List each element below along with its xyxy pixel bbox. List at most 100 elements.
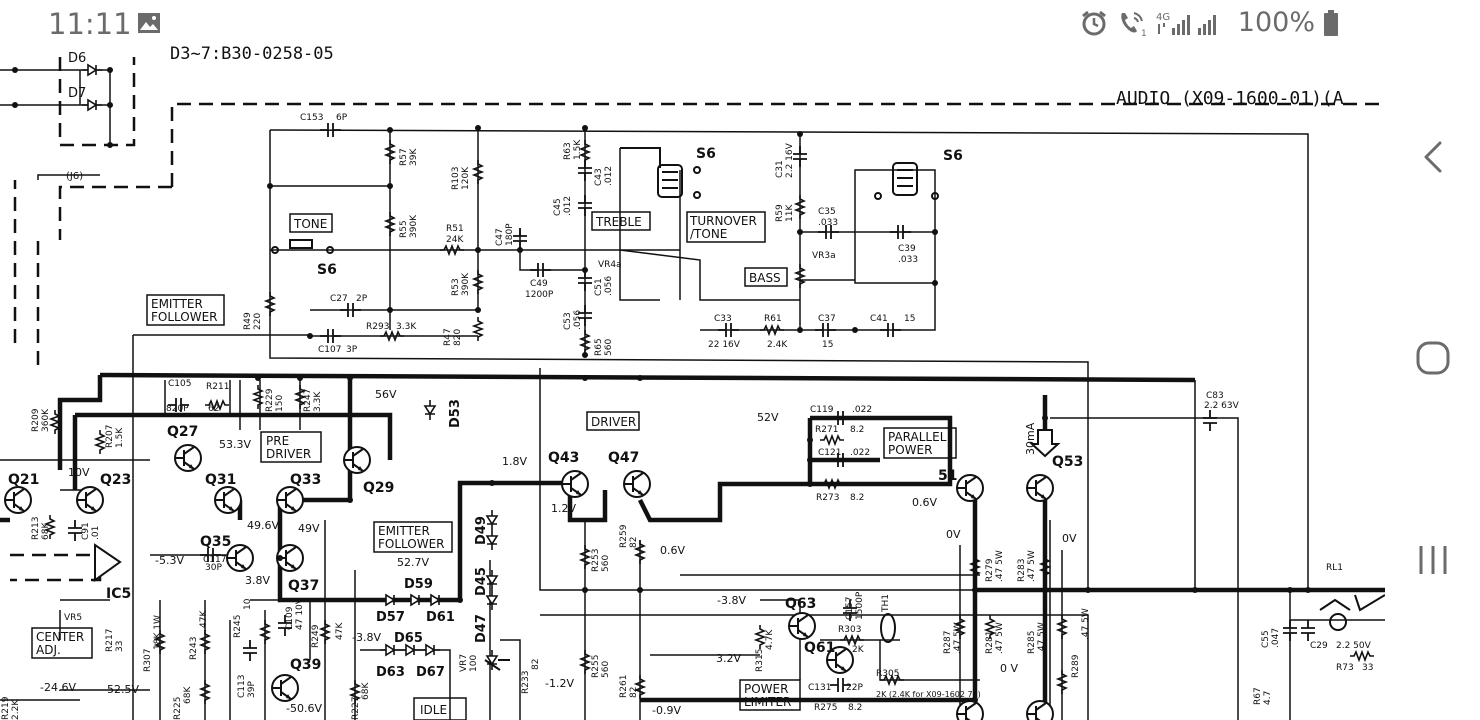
voltage-neg-5-3v: -5.3V xyxy=(155,554,184,567)
label-r233: R233 xyxy=(521,671,531,694)
label-c31-value: 2.2 16V xyxy=(785,142,795,178)
label-r261-value: 82 xyxy=(629,687,639,698)
label-turnover-tone: /TONE xyxy=(690,227,727,241)
label-s6-top: S6 xyxy=(696,146,716,162)
label-c39-value: .033 xyxy=(898,255,918,265)
voltage-56v: 56V xyxy=(375,388,397,401)
label-r53: R53 xyxy=(451,278,461,296)
label-c109-value: 47 10V xyxy=(295,597,305,630)
label-r259-value: 82 xyxy=(629,537,639,548)
label-r283-value: .47 5W xyxy=(1027,550,1037,582)
chevron-left-icon xyxy=(1424,141,1441,173)
board-title: AUDIO (X09-1600-01)(A xyxy=(1116,88,1344,109)
label-c33: C33 xyxy=(714,314,732,324)
label-d6: D6 xyxy=(68,51,86,66)
label-q61: Q61 xyxy=(804,640,835,656)
label-c83-value: 2.2 63V xyxy=(1204,401,1240,411)
label-c29-value: 2.2 50V xyxy=(1336,641,1372,651)
label-turnover: TURNOVER xyxy=(689,214,757,228)
label-d49: D49 xyxy=(474,516,489,545)
label-treble: TREBLE xyxy=(595,215,642,229)
battery-icon xyxy=(1324,9,1338,36)
label-s6-right: S6 xyxy=(943,148,963,164)
label-r67: R67 xyxy=(1253,687,1263,705)
label-th1: TH1 xyxy=(881,594,891,613)
image-viewer[interactable]: D3~7:B30-0258-05 AUDIO (X09-1600-01)(A T… xyxy=(0,42,1385,720)
label-c153: C153 xyxy=(300,113,323,123)
label-r65-value: 560 xyxy=(604,339,614,356)
label-r49-value: 220 xyxy=(253,313,263,330)
label-c33-value: 22 16V xyxy=(708,340,741,350)
label-r273: R273 xyxy=(816,493,839,503)
label-r303: R303 xyxy=(838,625,861,635)
label-r281: R281 xyxy=(985,631,995,654)
label-r207: R207 xyxy=(105,425,115,448)
label-c105: C105 xyxy=(168,379,191,389)
label-emitter-follower-1b: FOLLOWER xyxy=(151,310,218,324)
label-r207-value: 1.5K xyxy=(115,427,125,448)
label-adj: ADJ. xyxy=(36,643,61,657)
label-r303-value: 2K xyxy=(852,645,865,655)
voltage-neg-0-9v: -0.9V xyxy=(652,704,681,717)
label-emitter-follower-2b: FOLLOWER xyxy=(378,537,445,551)
label-q33: Q33 xyxy=(290,472,321,488)
home-icon xyxy=(1416,341,1449,375)
label-r61-value: 2.4K xyxy=(767,340,788,350)
label-c47: C47 xyxy=(495,228,505,246)
svg-text:1: 1 xyxy=(1141,29,1147,37)
voltage-1-2v: 1.2V xyxy=(551,502,576,515)
voltage-49v: 49V xyxy=(298,522,320,535)
misc-symbols xyxy=(484,429,1385,671)
board-outline xyxy=(10,57,1385,582)
label-r211-value: 62 xyxy=(208,404,219,414)
label-c109: C109 xyxy=(285,606,295,630)
label-r307-value: 18K 1W xyxy=(153,615,163,650)
label-r61: R61 xyxy=(764,314,782,324)
label-c41-value: 15 xyxy=(904,314,915,324)
label-q37: Q37 xyxy=(288,578,319,594)
label-q27: Q27 xyxy=(167,424,198,440)
back-button[interactable] xyxy=(1385,97,1480,217)
voltage-neg-24-6v: -24.6V xyxy=(40,681,76,694)
schematic-diagram: D3~7:B30-0258-05 AUDIO (X09-1600-01)(A T… xyxy=(0,44,1385,720)
voltage-0-6v-a: 0.6V xyxy=(660,544,685,557)
label-r59-value: 11K xyxy=(785,204,795,222)
label-r271-value: 8.2 xyxy=(850,425,864,435)
label-d57: D57 xyxy=(376,610,405,625)
label-d65: D65 xyxy=(394,631,423,646)
label-r273-value: 8.2 xyxy=(850,493,864,503)
label-power: POWER xyxy=(888,443,932,457)
label-d45: D45 xyxy=(474,567,489,596)
label-c43: C43 xyxy=(594,168,604,186)
label-c113: C113 xyxy=(237,675,247,698)
label-c41: C41 xyxy=(870,314,888,324)
home-button[interactable] xyxy=(1385,298,1480,418)
label-c53-value: .056 xyxy=(573,310,583,330)
voltage-52-7v: 52.7V xyxy=(397,556,429,569)
label-r73-value: 33 xyxy=(1362,663,1373,673)
voltage-0v-b: 0V xyxy=(1062,532,1077,545)
label-vr5: VR5 xyxy=(64,613,82,623)
label-c35-value: .033 xyxy=(818,218,838,228)
label-r281-value: .47 5W xyxy=(995,622,1005,654)
label-r57: R57 xyxy=(399,148,409,166)
network-type-label: 4G xyxy=(1156,12,1170,23)
label-c131-value: 22P xyxy=(846,683,863,693)
label-r213-value: 68K xyxy=(41,522,51,540)
label-r249: R249 xyxy=(311,624,321,648)
voltage-neg-3-8v-b: -3.8V xyxy=(352,631,381,644)
label-r73: R73 xyxy=(1336,663,1354,673)
ic5-symbol xyxy=(94,543,122,582)
label-r245-value: 10 xyxy=(243,598,253,610)
gallery-icon xyxy=(138,13,160,33)
label-r51-value: 24K xyxy=(446,235,464,245)
recents-button[interactable] xyxy=(1385,500,1480,620)
alarm-icon xyxy=(1081,10,1106,35)
label-r271: R271 xyxy=(815,425,838,435)
label-r51: R51 xyxy=(446,224,464,234)
label-q53: Q53 xyxy=(1052,454,1083,470)
voltage-neg-3-8v-a: -3.8V xyxy=(717,594,746,607)
label-r275-value: 8.2 xyxy=(848,703,862,713)
voltage-0v-c: 0 V xyxy=(1000,662,1018,675)
wifi-calling-icon: 1 xyxy=(1121,11,1147,37)
